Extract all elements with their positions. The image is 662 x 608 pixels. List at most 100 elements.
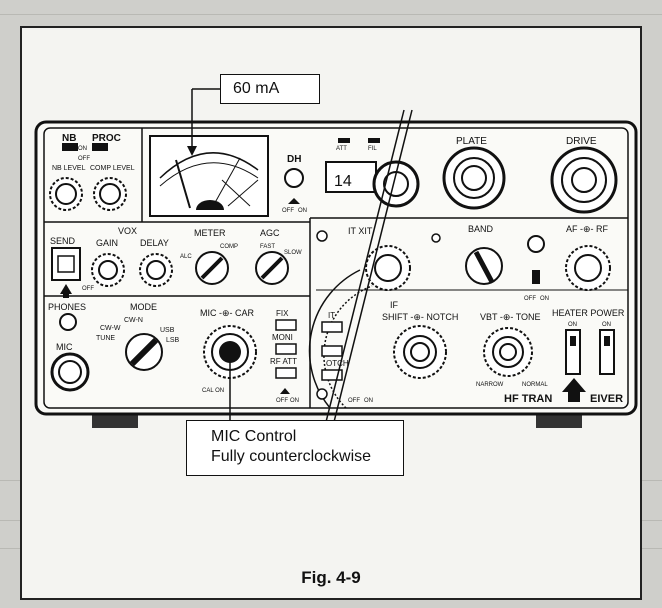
vbt-tone-knob[interactable] [483, 327, 533, 377]
label-off-1: OFF [78, 156, 90, 162]
label-fil: FIL [368, 146, 377, 152]
label-on-rfatt: ON [290, 398, 299, 404]
label-hf-tran: HF TRAN [504, 393, 552, 405]
label-nb: NB [62, 133, 76, 144]
label-on-band: ON [540, 296, 549, 302]
figure-caption: Fig. 4-9 [301, 568, 361, 587]
band-lamp [527, 235, 545, 253]
screw-bottom [316, 388, 328, 400]
label-cal-on: CAL ON [202, 388, 224, 394]
mic-car-knob[interactable] [203, 325, 257, 379]
arrow-send [60, 284, 72, 294]
label-on-heater: ON [568, 322, 577, 328]
label-cw-w: CW-W [100, 325, 121, 332]
af-rf-knob[interactable] [565, 245, 611, 291]
label-mode: MODE [130, 302, 157, 312]
callout-mic-line1: MIC Control [211, 428, 297, 445]
label-on-dh: ON [298, 208, 307, 214]
label-rit-xit: IT XIT [348, 226, 373, 236]
main-dial[interactable] [308, 269, 361, 409]
label-on-notch: ON [364, 398, 373, 404]
vox-delay-knob[interactable] [139, 253, 173, 287]
label-dh: DH [287, 154, 301, 165]
callout-plate-current-text: 60 mA [233, 80, 280, 97]
vox-gain-knob[interactable] [91, 253, 125, 287]
comp-level-knob[interactable] [93, 177, 127, 211]
label-tune: TUNE [96, 335, 115, 342]
dh-switch[interactable] [284, 168, 304, 204]
label-meter: METER [194, 228, 226, 238]
label-on-1: ON [78, 146, 87, 152]
if-shift-notch-knob[interactable] [393, 325, 447, 379]
meter-needle-2 [211, 157, 241, 209]
agc-selector[interactable] [255, 251, 289, 285]
callout-mic-line2: Fully counterclockwise [211, 448, 372, 465]
meter-scale [159, 152, 259, 179]
meter-selector[interactable] [195, 251, 229, 285]
label-plate: PLATE [456, 136, 487, 147]
label-it: IT [328, 311, 335, 320]
label-comp: COMP [220, 244, 238, 250]
label-mic: MIC [56, 342, 73, 352]
label-moni: MONI [272, 333, 293, 342]
label-off-send: OFF [82, 286, 94, 292]
rit-xit-knob[interactable] [365, 245, 411, 291]
label-rf-att: RF ATT [270, 357, 297, 366]
band-switch[interactable] [532, 270, 540, 284]
notch-button[interactable] [321, 369, 343, 381]
mode-selector[interactable] [125, 333, 163, 371]
heater-switch[interactable] [565, 329, 581, 375]
label-gain: GAIN [96, 238, 118, 248]
callout-plate-current: 60 mA [220, 74, 320, 104]
break-line [321, 109, 405, 439]
fix-button[interactable] [275, 319, 297, 331]
phones-jack[interactable] [59, 313, 77, 331]
display-readout: 14 [334, 173, 352, 190]
label-off-band: OFF [524, 296, 536, 302]
front-panel [43, 127, 629, 409]
label-band: BAND [468, 224, 494, 234]
label-on-power: ON [602, 322, 611, 328]
label-drive: DRIVE [566, 136, 597, 147]
label-nb-level: NB LEVEL [52, 165, 86, 172]
tune-knob-partial[interactable] [372, 160, 420, 208]
plate-knob[interactable] [442, 146, 506, 210]
label-mic-car: MIC -⊕- CAR [200, 308, 255, 318]
nb-switch[interactable] [62, 143, 78, 151]
proc-switch[interactable] [92, 143, 108, 151]
band-selector[interactable] [465, 247, 503, 285]
it-button[interactable] [321, 321, 343, 333]
label-slow: SLOW [284, 250, 302, 256]
rf-att-button[interactable] [275, 367, 297, 379]
moni-button[interactable] [275, 343, 297, 355]
label-agc: AGC [260, 228, 280, 238]
label-off-notch: OFF [348, 398, 360, 404]
label-narrow: NARROW [476, 382, 504, 388]
label-delay: DELAY [140, 238, 169, 248]
label-off-rfatt: OFF [276, 398, 288, 404]
callout-mic-control: MIC Control Fully counterclockwise [186, 420, 404, 476]
label-if: IF [390, 300, 399, 310]
label-lsb: LSB [166, 337, 180, 344]
lt-button[interactable] [321, 345, 343, 357]
meter-needle [175, 159, 191, 209]
label-vox: VOX [118, 226, 137, 236]
screw-top [316, 230, 328, 242]
label-send: SEND [50, 236, 76, 246]
label-alc: ALC [180, 254, 192, 260]
arrow-power [562, 378, 586, 392]
power-switch[interactable] [599, 329, 615, 375]
label-fast: FAST [260, 244, 275, 250]
nb-level-knob[interactable] [49, 177, 83, 211]
mic-connector[interactable] [50, 352, 90, 392]
label-normal: NORMAL [522, 382, 548, 388]
label-att: ATT [336, 146, 347, 152]
label-fix: FIX [276, 309, 289, 318]
label-vbt-tone: VBT -⊕- TONE [480, 312, 541, 322]
label-proc: PROC [92, 133, 121, 144]
drive-knob[interactable] [550, 146, 618, 214]
label-heater-power: HEATER POWER [552, 308, 625, 318]
label-af-rf: AF -⊕- RF [566, 224, 609, 234]
label-otch: OTCH [326, 359, 349, 368]
